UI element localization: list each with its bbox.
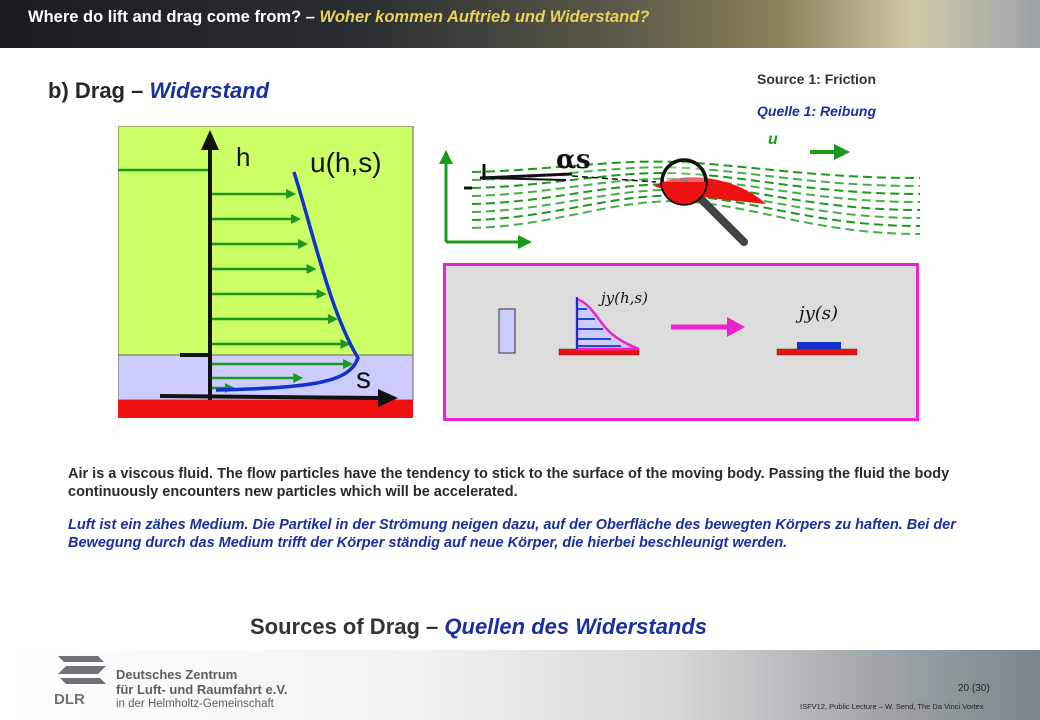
velocity-arrow-head xyxy=(291,214,302,224)
h-axis-arrowhead xyxy=(201,130,219,150)
magnifier-red-half xyxy=(662,182,706,204)
momentum-flux-figure: jy(h,s) jy(s) xyxy=(443,263,919,421)
chord-dashed-line xyxy=(571,175,657,183)
velocity-arrow-head xyxy=(293,373,304,383)
org-name-line1: Deutsches Zentrum xyxy=(116,667,238,682)
axis-vertical-arrowhead xyxy=(439,150,453,164)
footer-bar xyxy=(0,650,1040,720)
page-number: 20 (30) xyxy=(958,683,990,694)
dlr-logo-text: DLR xyxy=(54,691,85,708)
sources-heading: Sources of Drag – Quellen des Widerstand… xyxy=(250,614,707,640)
sources-heading-de: Quellen des Widerstands xyxy=(444,614,708,639)
header-bar xyxy=(0,0,1040,48)
airfoil-flow-figure: αs u xyxy=(439,131,921,249)
angle-line-upper xyxy=(479,172,573,180)
flux-result-bar xyxy=(797,342,841,349)
streamline xyxy=(471,172,921,195)
org-suffix: e.V. xyxy=(265,682,288,697)
org-name-line3: in der Helmholtz-Gemeinschaft xyxy=(116,698,274,710)
lecture-credit: ISFV12, Public Lecture – W. Send, The Da… xyxy=(800,702,984,711)
velocity-arrow-head xyxy=(286,189,297,199)
velocity-arrow-head xyxy=(316,289,327,299)
header-title-de: Woher kommen Auftrieb und Widerstand? xyxy=(319,8,650,26)
h-label: h xyxy=(236,142,250,172)
source-label-de: Quelle 1: Reibung xyxy=(757,103,877,119)
sources-heading-en: Sources of Drag – xyxy=(250,614,445,639)
field-region xyxy=(118,126,414,356)
velocity-arrow-head xyxy=(340,339,351,349)
header-title-sep: – xyxy=(301,8,320,26)
angle-line-lower xyxy=(479,177,567,181)
s-axis-arrowhead xyxy=(378,389,398,407)
velocity-profile-curve xyxy=(215,171,360,392)
source-label-en: Source 1: Friction xyxy=(757,71,877,87)
flux-arrows xyxy=(577,308,621,347)
body-surface xyxy=(118,400,413,418)
flux-profile xyxy=(575,297,640,351)
velocity-arrows xyxy=(118,168,354,393)
org-name-line2-text: für Luft- und Raumfahrt xyxy=(116,682,262,697)
jy-hs-label: jy(h,s) xyxy=(598,289,648,307)
dlr-logo-icon: DLR xyxy=(54,656,106,708)
velocity-arrow-head xyxy=(343,359,354,369)
velocity-arrow-head xyxy=(327,314,338,324)
slide-header-title: Where do lift and drag come from? – Wohe… xyxy=(28,8,649,27)
velocity-arrow-head xyxy=(298,239,309,249)
flow-velocity-label: u xyxy=(768,131,778,148)
u-profile-label: u(h,s) xyxy=(310,147,382,178)
plate-right xyxy=(776,348,858,356)
streamline xyxy=(471,160,921,179)
fluid-element xyxy=(498,308,516,354)
s-axis xyxy=(159,394,381,400)
jy-s-label: jy(s) xyxy=(795,303,838,324)
section-title: b) Drag – Widerstand xyxy=(48,78,269,104)
section-title-de: Widerstand xyxy=(149,78,270,103)
s-label: s xyxy=(356,362,371,395)
section-title-prefix: b) Drag – xyxy=(48,78,150,103)
org-name-line2: für Luft- und Raumfahrt e.V. xyxy=(116,682,287,697)
header-title-en: Where do lift and drag come from? xyxy=(28,8,302,26)
axis-horizontal-arrowhead xyxy=(518,235,532,249)
velocity-arrow-head xyxy=(306,264,317,274)
alpha-label: αs xyxy=(556,145,591,175)
flow-arrow-head xyxy=(834,144,850,160)
paragraph-en: Air is a viscous fluid. The flow particl… xyxy=(68,466,950,500)
paragraph-de: Luft ist ein zähes Medium. Die Partikel … xyxy=(68,517,956,551)
velocity-profile-figure: h u(h,s) s xyxy=(118,126,414,418)
transfer-arrow-head xyxy=(727,317,745,337)
